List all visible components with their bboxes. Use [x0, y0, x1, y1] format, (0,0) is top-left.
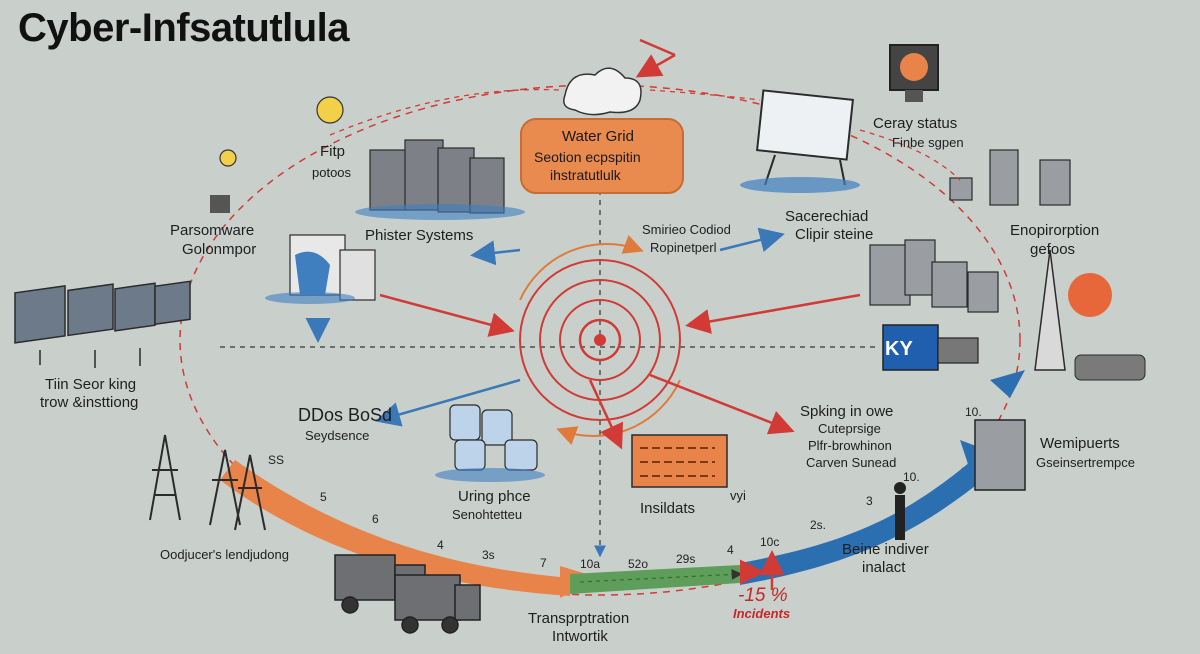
label-transportation: Transprptration — [528, 610, 630, 627]
label-vyi: vyi — [730, 488, 746, 503]
label-ransomware: Parsomware — [170, 222, 255, 239]
flow-number: 2s. — [810, 518, 827, 532]
flow-number: 52o — [628, 557, 649, 571]
label-sacerechiad: Sacerechiad — [785, 208, 869, 225]
label-senohtetteu: Senohtetteu — [452, 507, 523, 522]
label-carven: Carven Sunead — [806, 455, 897, 470]
inbound-arrows — [379, 38, 861, 450]
flow-number: 29s — [676, 552, 696, 566]
label-gefoos: gefoos — [1030, 241, 1076, 258]
trucks-illustration — [334, 554, 481, 634]
water-grid-callout: Water Grid Seotion ecpspitin ihstratutlu… — [520, 118, 684, 194]
label-plfr: Plfr-browhinon — [808, 438, 892, 453]
whiteboard-illustration — [740, 89, 860, 193]
label-smirieo: Smirieo Codiod — [642, 222, 731, 237]
water-jugs-illustration — [435, 404, 545, 482]
label-oodjucer: Oodjucer's lendjudong — [160, 547, 289, 562]
flow-number: 10c — [760, 535, 780, 549]
label-potoos: potoos — [312, 165, 352, 180]
label-inalact: inalact — [862, 559, 906, 576]
flow-number: 10a — [580, 557, 601, 571]
flow-number: SS — [268, 453, 285, 467]
label-cuteprsige: Cuteprsige — [818, 421, 881, 436]
outbound-arrows — [305, 227, 785, 427]
label-wemipuerts: Wemipuerts — [1040, 435, 1120, 452]
label-enopirorption: Enopirorption — [1010, 222, 1100, 239]
label-fitp: Fitp — [320, 143, 346, 160]
server-racks-illustration — [869, 149, 1071, 313]
label-ransomware-sub: Golonmpor — [182, 241, 257, 258]
label-ceray-status: Ceray status — [873, 115, 958, 132]
label-spking: Spking in owe — [800, 403, 894, 420]
label-network: Intwortik — [552, 628, 608, 645]
dashed-connectors — [329, 88, 961, 181]
label-clipir: Clipir steine — [795, 226, 874, 243]
label-gseinsert: Gseinsertrempce — [1036, 455, 1135, 470]
label-phister-systems: Phister Systems — [365, 227, 474, 244]
callout-line1: Seotion ecpspitin — [534, 149, 641, 165]
callout-line2: ihstratutlulk — [550, 167, 621, 183]
sun-illustration — [316, 96, 344, 124]
brick-firewall-illustration — [631, 434, 728, 488]
flow-number: 5 — [320, 490, 327, 504]
flow-number: 7 — [540, 556, 547, 570]
flow-band — [220, 370, 1025, 598]
lightbulb-illustration — [210, 149, 237, 213]
monitor-illustration — [889, 44, 939, 102]
callout-heading: Water Grid — [562, 128, 634, 145]
label-insildats: Insildats — [640, 500, 696, 517]
solar-panels-illustration — [14, 280, 191, 368]
tower-explosion-illustration — [1034, 249, 1146, 381]
cloud-brain-illustration — [563, 67, 642, 116]
flow-number: 10. — [965, 405, 982, 419]
water-container-illustration — [265, 234, 376, 304]
flow-number: 4 — [727, 543, 734, 557]
label-incidents: Incidents — [733, 606, 791, 621]
flow-number: 10. — [903, 470, 920, 484]
network-device-illustration — [882, 324, 979, 371]
control-box-illustration — [894, 419, 1026, 540]
label-tiin: Tiin Seor king — [45, 376, 137, 393]
label-trow: trow &insttiong — [40, 394, 139, 411]
flow-number: 3s — [482, 548, 495, 562]
flow-number: 3 — [866, 494, 873, 508]
flow-number: 4 — [437, 538, 444, 552]
label-uring: Uring phce — [458, 488, 531, 505]
label-seydsence: Seydsence — [305, 428, 370, 443]
storage-tanks-illustration — [355, 139, 525, 220]
page-title: Cyber-Infsatutlula — [18, 6, 350, 50]
incidents-percent: -15 % — [738, 585, 788, 606]
label-finbe: Finbe sgpen — [892, 135, 964, 150]
label-ddos: DDos BoSd — [298, 405, 393, 425]
device-label: KY — [885, 338, 913, 360]
power-pylons-illustration — [149, 434, 266, 531]
label-ropinetperl: Ropinetperl — [650, 240, 717, 255]
label-beine: Beine indiver — [842, 541, 929, 558]
flow-number: 6 — [372, 512, 379, 526]
